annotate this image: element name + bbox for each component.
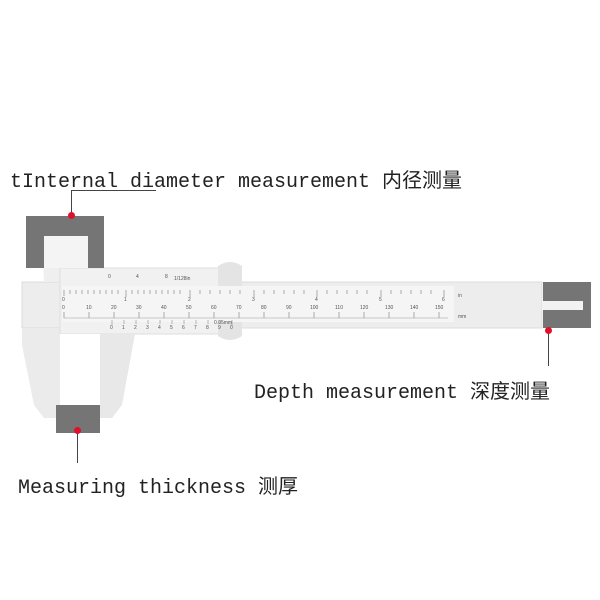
thickness-marker-dot xyxy=(74,427,81,434)
depth-rod-window xyxy=(543,301,583,310)
depth-marker-dot xyxy=(545,327,552,334)
inch-top-tick: 0 xyxy=(108,274,111,280)
inch-unit: in xyxy=(458,293,462,299)
vernier-tick: 8 xyxy=(206,325,209,331)
internal-leader-line xyxy=(71,190,72,217)
inch-tick: 1 xyxy=(124,297,127,303)
inch-tick: 3 xyxy=(252,297,255,303)
mm-tick: 0 xyxy=(62,305,65,311)
mm-tick: 20 xyxy=(111,305,117,311)
inch-top-tick: 8 xyxy=(165,274,168,280)
inch-tick: 0 xyxy=(62,297,65,303)
vernier-tick: 6 xyxy=(182,325,185,331)
mm-tick: 50 xyxy=(186,305,192,311)
depth-measurement-label: Depth measurement 深度测量 xyxy=(254,382,551,405)
mm-tick: 40 xyxy=(161,305,167,311)
thickness-leader-line xyxy=(77,433,78,463)
internal-marker-dot xyxy=(68,212,75,219)
vernier-tick: 3 xyxy=(146,325,149,331)
mm-tick: 140 xyxy=(410,305,419,311)
inch-fraction-label: 1/128in xyxy=(174,276,191,282)
mm-tick: 10 xyxy=(86,305,92,311)
vernier-precision: 0.05mm xyxy=(214,320,233,326)
mm-tick: 120 xyxy=(360,305,369,311)
inch-tick: 2 xyxy=(188,297,191,303)
mm-tick: 130 xyxy=(385,305,394,311)
mm-tick: 60 xyxy=(211,305,217,311)
vernier-tick: 0 xyxy=(230,325,233,331)
inch-tick: 4 xyxy=(315,297,318,303)
vernier-tick: 7 xyxy=(194,325,197,331)
internal-diameter-label: tInternal diameter measurement 内径测量 xyxy=(10,171,463,194)
vernier-tick: 1 xyxy=(122,325,125,331)
vernier-tick: 5 xyxy=(170,325,173,331)
mm-tick: 100 xyxy=(310,305,319,311)
internal-leader-line-h xyxy=(71,190,156,191)
mm-tick: 30 xyxy=(136,305,142,311)
mm-unit: mm xyxy=(458,314,467,320)
vernier-tick: 0 xyxy=(110,325,113,331)
mm-tick: 80 xyxy=(261,305,267,311)
vernier-tick: 4 xyxy=(158,325,161,331)
mm-tick: 70 xyxy=(236,305,242,311)
depth-leader-line xyxy=(548,330,549,366)
vernier-tick: 9 xyxy=(218,325,221,331)
vernier-tick: 2 xyxy=(134,325,137,331)
inch-tick: 5 xyxy=(379,297,382,303)
internal-jaw-window xyxy=(44,236,88,268)
mm-tick: 110 xyxy=(335,305,343,311)
mm-tick: 150 xyxy=(435,305,444,311)
measuring-thickness-label: Measuring thickness 测厚 xyxy=(18,477,299,500)
inch-top-tick: 4 xyxy=(136,274,139,280)
mm-tick: 90 xyxy=(286,305,292,311)
inch-tick: 6 xyxy=(442,297,445,303)
